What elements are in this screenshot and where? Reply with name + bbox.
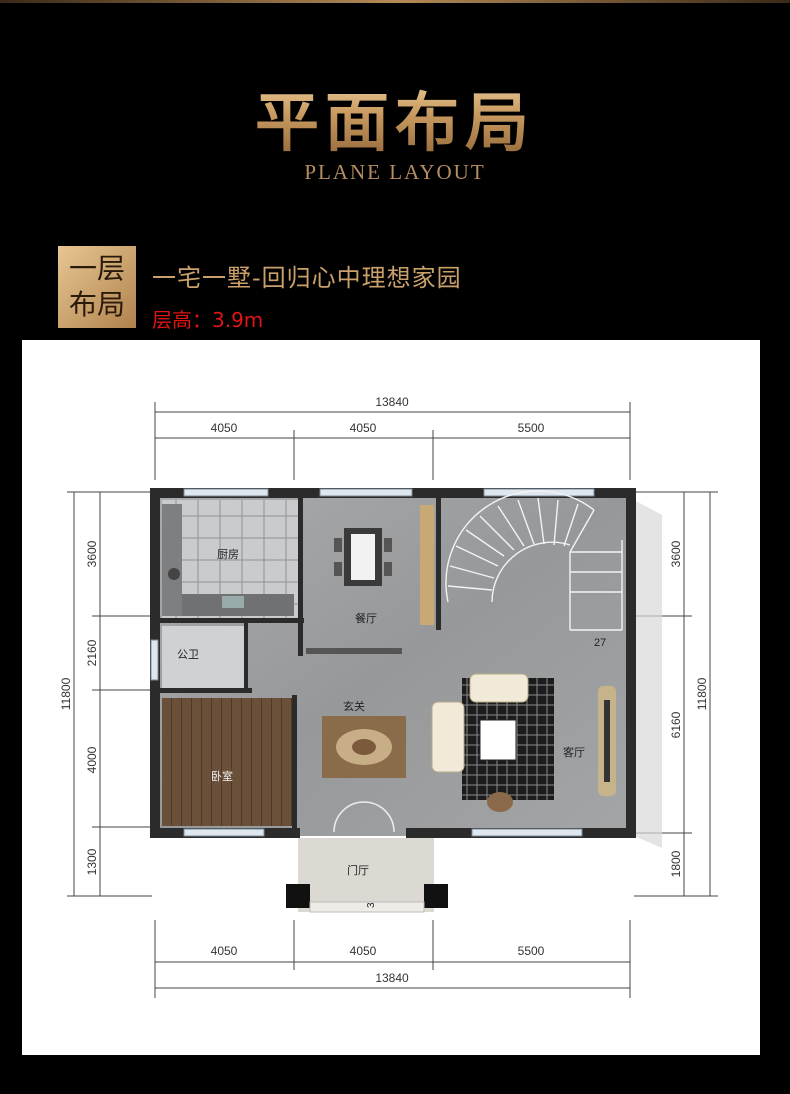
room-label-foyer: 玄关: [343, 699, 365, 713]
floor-height-text: 层高：3.9m: [152, 308, 264, 332]
right-dim-3: 1800: [669, 850, 683, 877]
living-room-furniture: [431, 673, 616, 812]
top-total-dim: 13840: [375, 395, 409, 409]
bottom-dim-2: 4050: [350, 944, 377, 958]
floor-badge: 一层 布局: [58, 246, 136, 328]
porch: [286, 838, 448, 913]
stair-count: 27: [594, 637, 606, 649]
floor-plan-svg: 13840 4050 4050 5500 4050 4050 5500 1384…: [59, 395, 718, 998]
badge-line-1: 一层: [68, 252, 125, 285]
right-total-dim: 11800: [695, 677, 709, 710]
top-dimensions: [154, 402, 631, 480]
room-label-living: 客厅: [563, 745, 585, 759]
badge-line-2: 布局: [68, 288, 125, 321]
left-dim-3: 4000: [85, 746, 99, 773]
top-gold-rule: [0, 0, 790, 3]
room-label-bedroom: 卧室: [211, 769, 233, 783]
bedroom-floor: [162, 698, 296, 826]
spiral-stairs: [445, 490, 623, 631]
right-dim-1: 3600: [669, 540, 683, 567]
top-dim-2: 4050: [350, 421, 377, 435]
page-subtitle: PLANE LAYOUT: [304, 160, 486, 184]
bottom-dimensions: [154, 920, 631, 998]
room-label-kitchen: 厨房: [217, 548, 239, 561]
step-count: 3: [366, 902, 377, 908]
bathroom-floor: [162, 626, 244, 688]
left-dim-1: 3600: [85, 540, 99, 567]
room-label-bathroom: 公卫: [177, 649, 199, 661]
left-dim-4: 1300: [85, 848, 99, 875]
left-total-dim: 11800: [59, 677, 73, 710]
top-dim-3: 5500: [518, 421, 545, 435]
right-dim-2: 6160: [669, 711, 683, 738]
left-dimensions: [67, 491, 152, 897]
floor-plan-panel: 13840 4050 4050 5500 4050 4050 5500 1384…: [22, 340, 760, 1055]
building: 27: [150, 488, 662, 848]
room-label-dining: 餐厅: [355, 611, 377, 625]
left-dim-2: 2160: [85, 639, 99, 666]
bottom-dim-3: 5500: [518, 944, 545, 958]
room-label-porch: 门厅: [347, 863, 369, 877]
section-headline: 一宅一墅-回归心中理想家园: [152, 264, 462, 292]
bottom-dim-1: 4050: [211, 944, 238, 958]
top-dim-1: 4050: [211, 421, 238, 435]
dining-table: [334, 528, 392, 586]
foyer-rug: [322, 716, 406, 778]
page-title: 平面布局: [0, 72, 790, 164]
bottom-total-dim: 13840: [375, 971, 409, 985]
